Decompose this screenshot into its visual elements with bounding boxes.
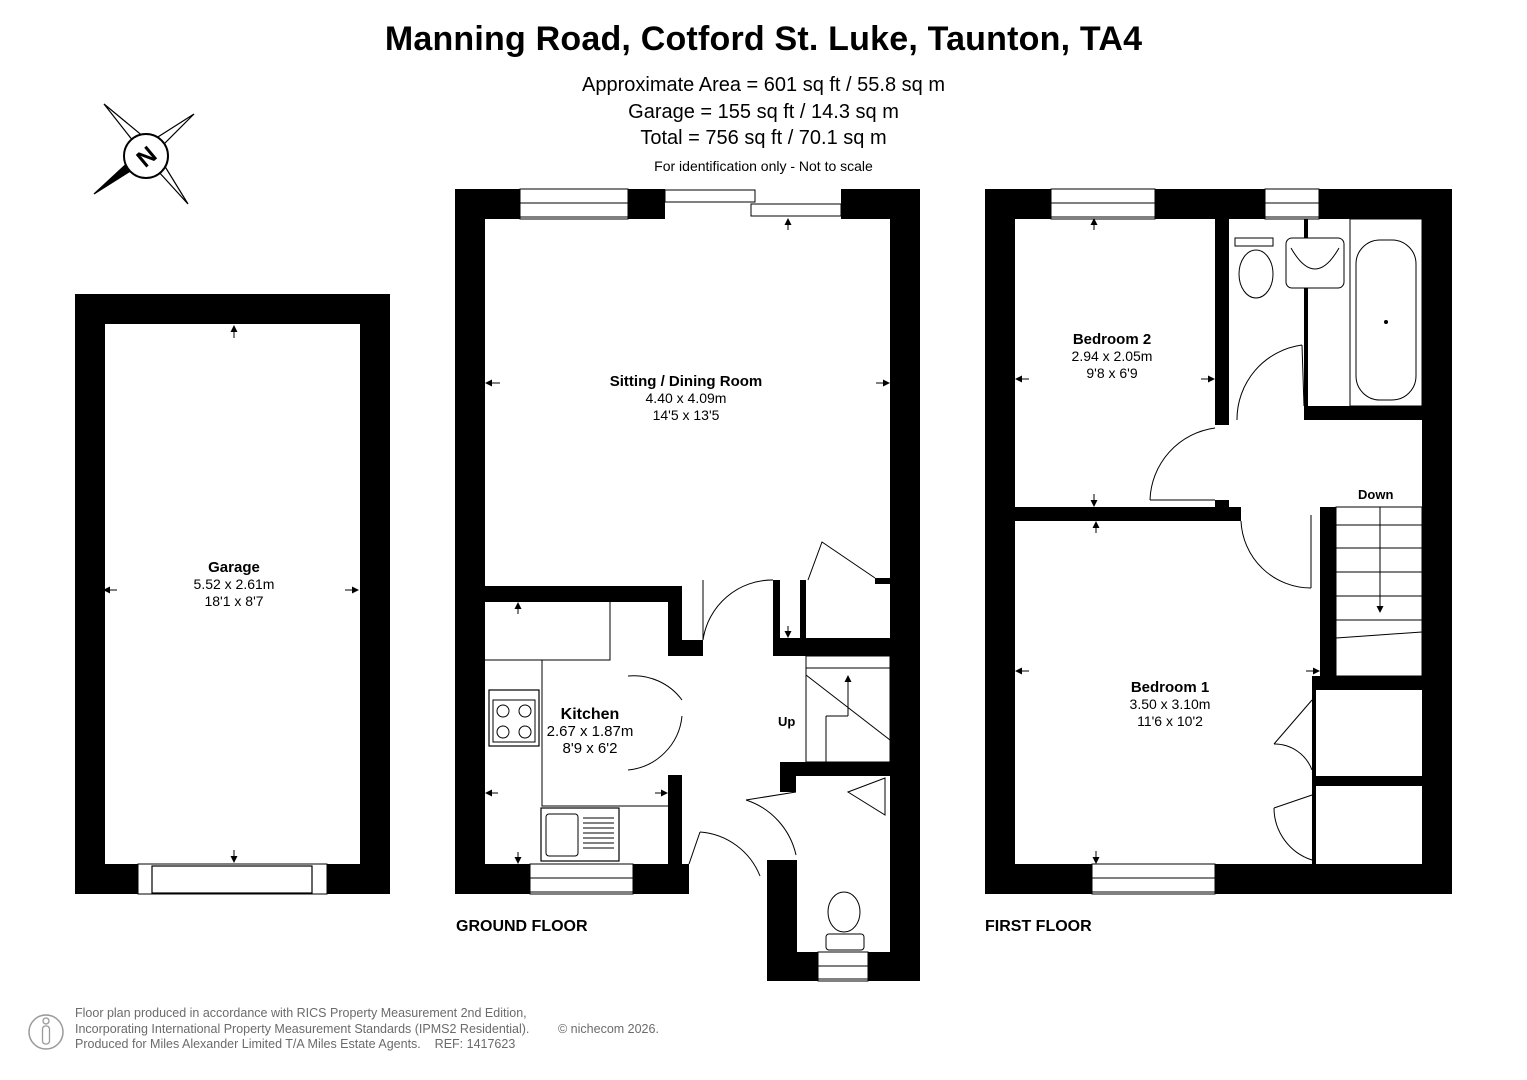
room-name: Bedroom 2	[1072, 331, 1152, 348]
copyright-notice: © nichecom 2026.	[558, 1022, 659, 1036]
room-imperial: 14'5 x 13'5	[652, 407, 720, 423]
person-info-icon	[28, 1014, 64, 1050]
room-metric: 5.52 x 2.61m	[193, 576, 275, 592]
plan-title: Manning Road, Cotford St. Luke, Taunton,…	[384, 20, 1143, 58]
footer-notes: Floor plan produced in accordance with R…	[75, 1006, 529, 1053]
room-metric: 2.67 x 1.87m	[546, 723, 634, 740]
room-name: Sitting / Dining Room	[609, 373, 763, 390]
room-imperial: 11'6 x 10'2	[1137, 713, 1203, 729]
first-floor-plan	[985, 188, 1452, 895]
compass-icon: N	[93, 103, 195, 205]
room-name: Garage	[208, 559, 260, 576]
room-metric: 4.40 x 4.09m	[645, 390, 727, 406]
footer-line: Incorporating International Property Mea…	[75, 1021, 530, 1036]
footer-line: Floor plan produced in accordance with R…	[75, 1006, 527, 1020]
room-metric: 3.50 x 3.10m	[1129, 696, 1211, 712]
room-label-sitting-dining: Sitting / Dining Room 4.40 x 4.09m 14'5 …	[610, 373, 762, 424]
garage-plan	[75, 294, 390, 895]
room-label-kitchen: Kitchen 2.67 x 1.87m 8'9 x 6'2	[547, 706, 634, 757]
first-floor-label: FIRST FLOOR	[985, 918, 1092, 935]
room-imperial: 9'8 x 6'9	[1086, 365, 1138, 381]
room-label-bedroom-1: Bedroom 1 3.50 x 3.10m 11'6 x 10'2	[1130, 679, 1211, 730]
room-name: Bedroom 1	[1130, 679, 1210, 696]
total-area: Total = 756 sq ft / 70.1 sq m	[640, 127, 887, 149]
ground-floor-plan	[455, 188, 920, 982]
footer-line: Produced for Miles Alexander Limited T/A…	[75, 1037, 516, 1051]
room-imperial: 18'1 x 8'7	[204, 593, 264, 609]
room-metric: 2.94 x 2.05m	[1071, 348, 1153, 364]
stairs-down-label: Down	[1358, 487, 1394, 502]
ground-floor-label: GROUND FLOOR	[456, 918, 588, 935]
stairs-up-label: Up	[778, 714, 796, 729]
garage-area: Garage = 155 sq ft / 14.3 sq m	[628, 101, 899, 123]
scale-disclaimer: For identification only - Not to scale	[654, 158, 873, 174]
room-label-bedroom-2: Bedroom 2 2.94 x 2.05m 9'8 x 6'9	[1072, 331, 1153, 382]
approximate-area: Approximate Area = 601 sq ft / 55.8 sq m	[582, 74, 945, 96]
room-imperial: 8'9 x 6'2	[562, 740, 618, 757]
room-label-garage: Garage 5.52 x 2.61m 18'1 x 8'7	[194, 559, 275, 610]
room-name: Kitchen	[560, 706, 620, 723]
